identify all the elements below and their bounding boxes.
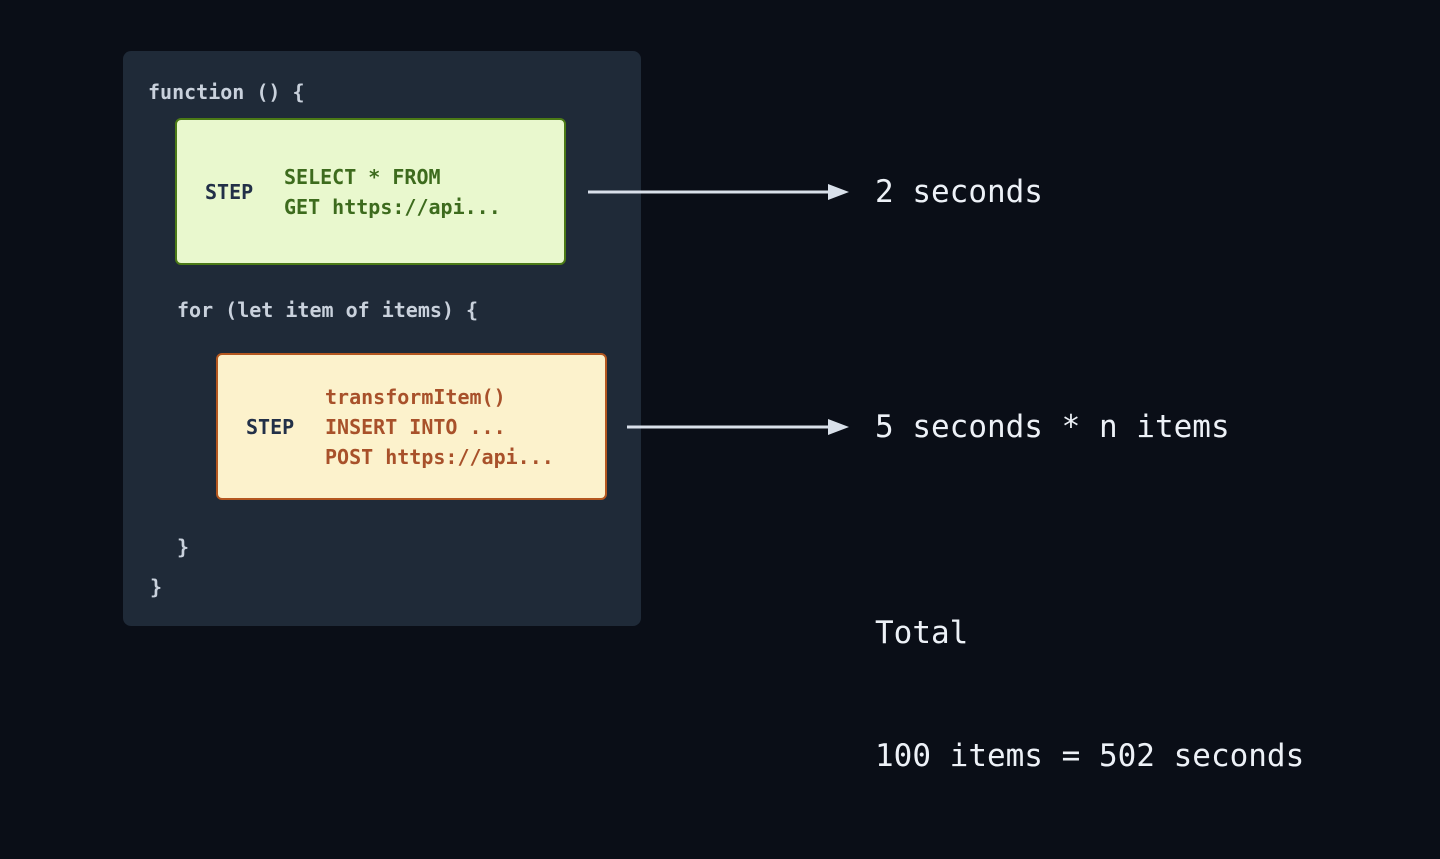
arrow-right-icon (588, 184, 849, 200)
code-line-for-open: for (let item of items) { (177, 298, 479, 322)
code-line-function-open: function () { (148, 80, 305, 104)
step-duration-label: 5 seconds * n items (875, 409, 1230, 445)
step-code-line: transformItem() (325, 384, 506, 409)
step-code-line: POST https://api... (325, 444, 554, 469)
total-detail: 100 items = 502 seconds (875, 738, 1305, 774)
arrow-right-icon (627, 419, 849, 435)
step-duration-label: 2 seconds (875, 174, 1043, 210)
step-code-line: SELECT * FROM (284, 164, 441, 189)
total-summary: Total 100 items = 502 seconds (875, 531, 1304, 859)
step-label: STEP (205, 179, 254, 204)
code-line-for-close: } (177, 535, 190, 559)
step-code-lines: SELECT * FROM GET https://api... (284, 162, 501, 222)
step-box-transform-load: STEP transformItem() INSERT INTO ... POS… (216, 353, 607, 500)
step-code-line: INSERT INTO ... (325, 414, 506, 439)
code-line-function-close: } (150, 575, 163, 599)
diagram-canvas: function () { STEP SELECT * FROM GET htt… (123, 51, 1305, 774)
step-code-line: GET https://api... (284, 194, 501, 219)
step-label: STEP (246, 414, 295, 439)
code-panel: function () { STEP SELECT * FROM GET htt… (123, 51, 641, 626)
total-title: Total (875, 615, 969, 651)
step-box-extract: STEP SELECT * FROM GET https://api... (175, 118, 566, 265)
step-code-lines: transformItem() INSERT INTO ... POST htt… (325, 382, 554, 472)
